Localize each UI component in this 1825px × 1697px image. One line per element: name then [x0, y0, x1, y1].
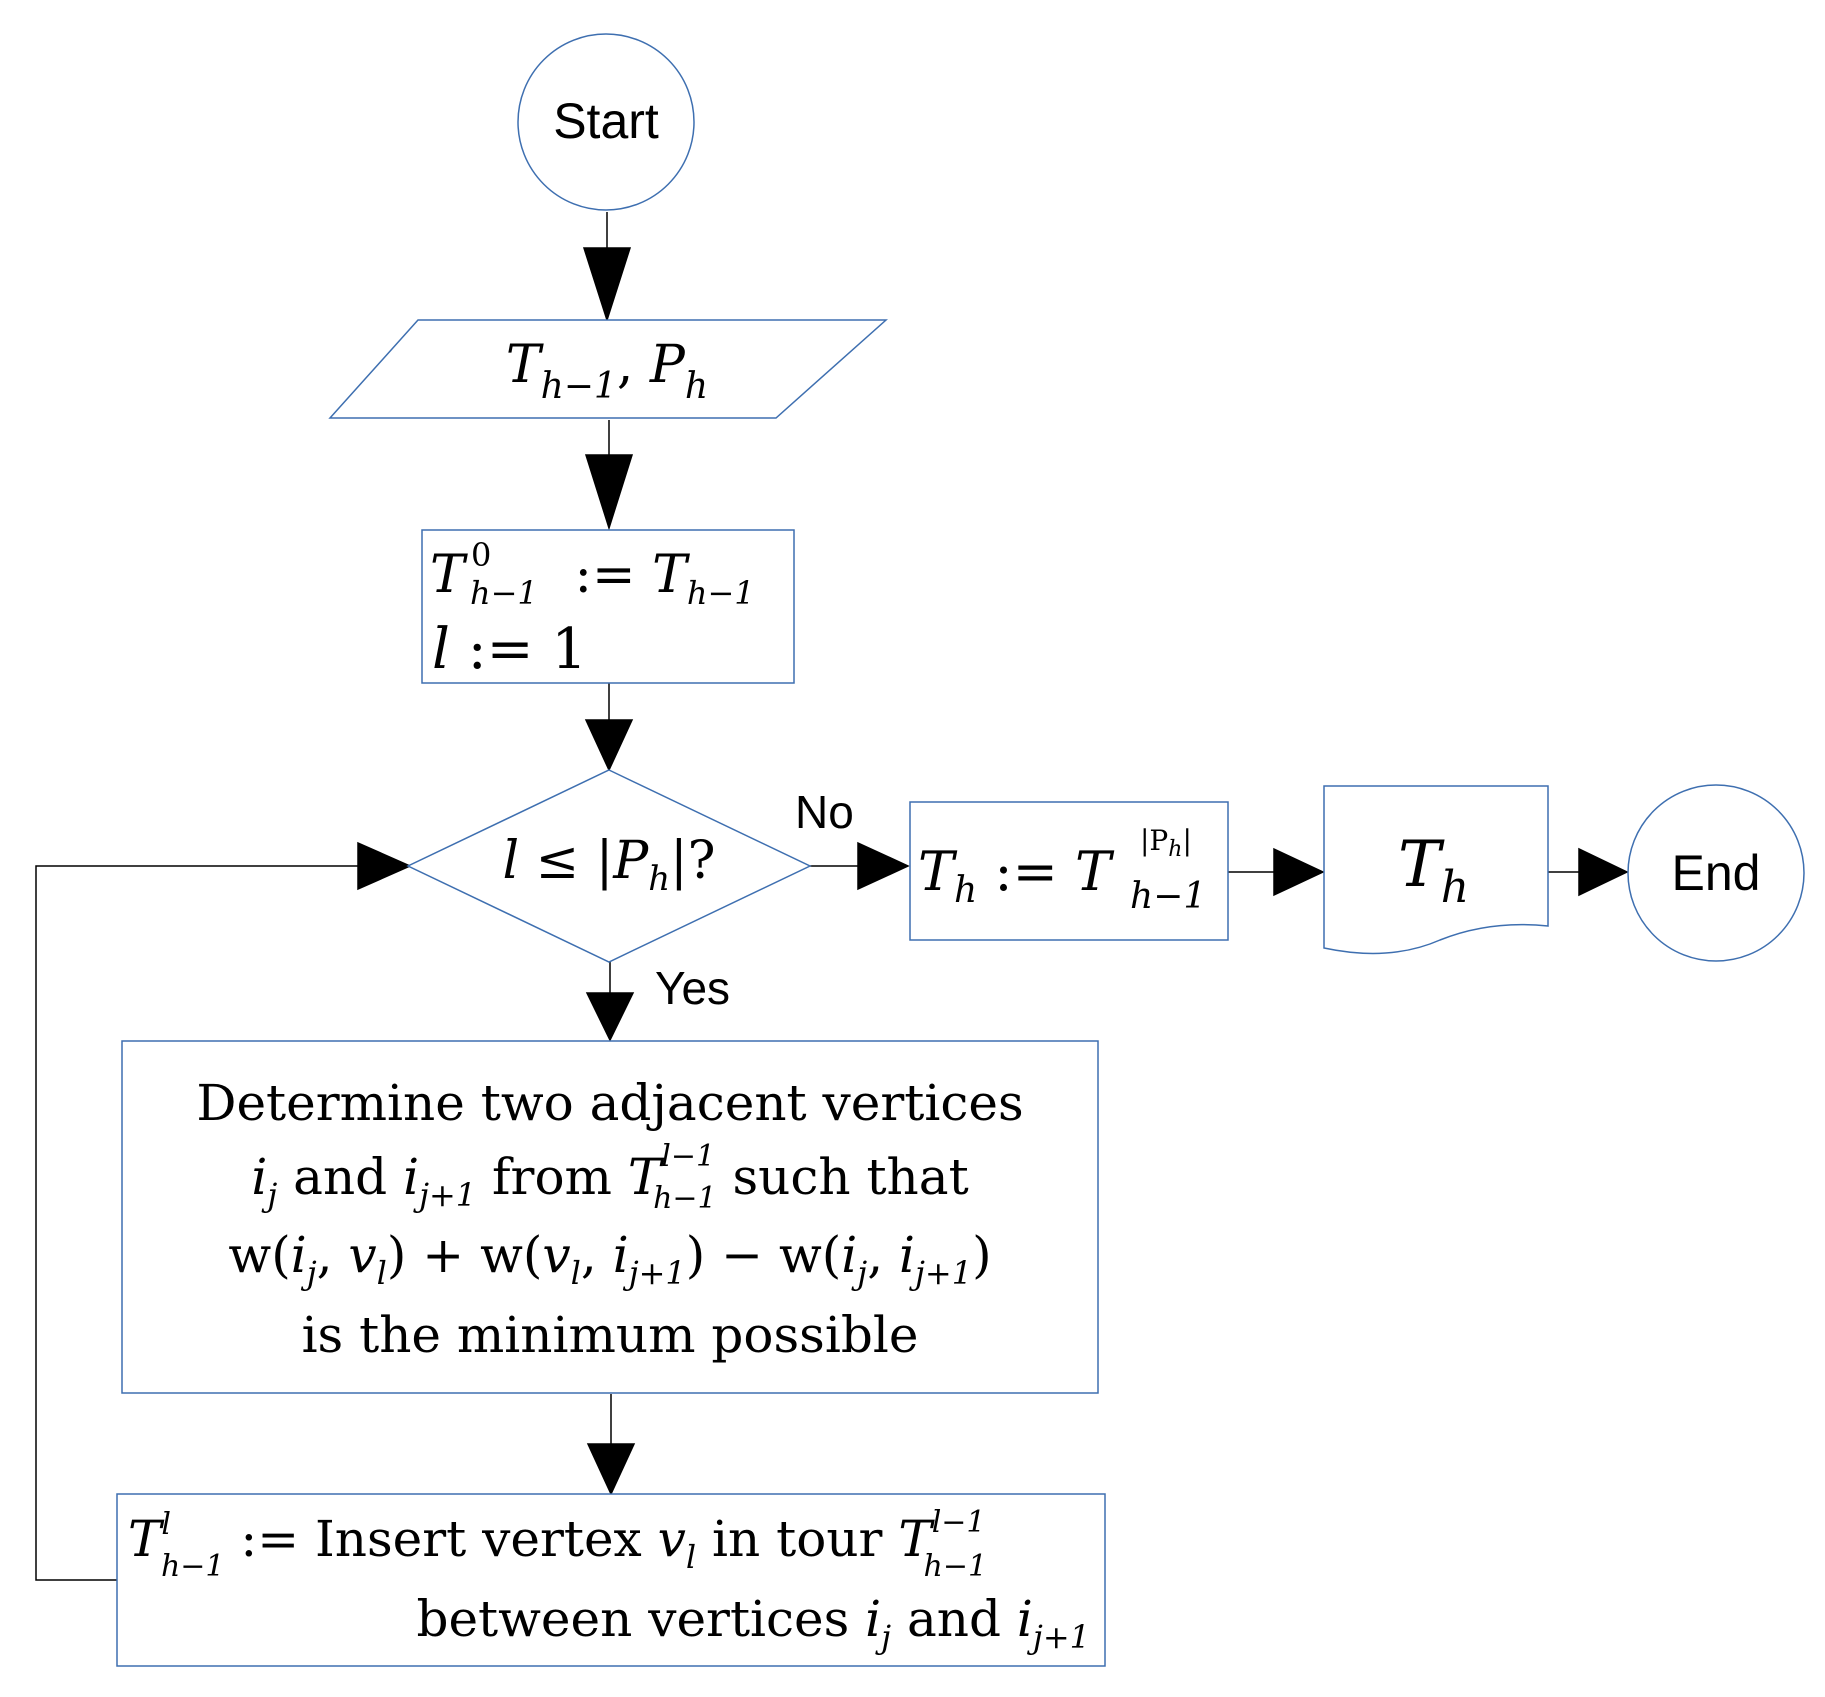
determine-line1: Determine two adjacent vertices	[196, 1074, 1023, 1132]
input-label: Th−1, Ph	[506, 335, 708, 407]
init-T: T	[430, 545, 468, 605]
assign-result-node	[909, 801, 1229, 941]
input-P-sub: h	[685, 366, 708, 407]
assign-sup-close: |	[1182, 824, 1191, 857]
arrowhead-input-init	[584, 454, 634, 531]
determine-line3: w(ij, vl) + w(vl, ij+1) − w(ij, ij+1)	[228, 1226, 991, 1292]
arrowhead-decision-yes	[585, 992, 635, 1042]
decision-l: l	[502, 831, 519, 891]
assign-T: T	[918, 840, 958, 903]
end-label: End	[1672, 845, 1761, 901]
init-line2: l := 1	[432, 617, 587, 682]
assign-op: :=	[977, 840, 1075, 903]
insert-line2: between vertices ij and ij+1	[416, 1590, 1090, 1656]
decision-P-sub: h	[648, 859, 670, 899]
arrowhead-assign-output	[1273, 847, 1325, 897]
arrowhead-decision-no	[857, 841, 910, 891]
output-node	[1323, 785, 1549, 955]
assign-T2-sub: h−1	[1130, 876, 1206, 917]
init-T2: T	[652, 545, 690, 605]
start-label: Start	[553, 93, 659, 149]
determine-line4: is the minimum possible	[302, 1306, 919, 1364]
assign-sup-open: |P	[1140, 824, 1168, 857]
nodes	[116, 33, 1805, 1667]
input-node	[328, 319, 888, 419]
arrowhead-determine-insert	[586, 1443, 636, 1496]
arrowhead-output-end	[1578, 847, 1629, 897]
init-T-sup: 0	[471, 536, 491, 574]
decision-q: |?	[670, 831, 715, 891]
assign-sup-sub: h	[1168, 837, 1182, 862]
decision-node	[406, 769, 812, 963]
input-T: T	[506, 335, 544, 395]
edges	[35, 212, 1629, 1581]
determine-node	[121, 1040, 1099, 1394]
arrowhead-loop-back	[357, 841, 412, 891]
init-T2-sub: h−1	[687, 574, 755, 612]
input-T-sub: h−1	[541, 366, 617, 407]
assign-result-label: Th := T|Ph|h−1	[918, 824, 1206, 917]
init-l-assign: := 1	[450, 617, 587, 682]
assign-T-sub: h	[954, 870, 977, 911]
assign-T2: T	[1075, 840, 1115, 903]
arrowhead-start-input	[582, 247, 632, 323]
init-assign: :=	[558, 545, 652, 605]
edge-loop-back	[35, 865, 360, 1581]
arrowhead-init-decision	[584, 719, 634, 772]
yes-label: Yes	[655, 962, 730, 1014]
init-l: l	[432, 617, 450, 682]
input-comma: ,	[617, 335, 650, 395]
output-label: Th	[1398, 828, 1469, 913]
input-P: P	[649, 335, 686, 395]
start-node	[517, 33, 695, 211]
decision-P: P	[612, 831, 649, 891]
decision-label: l ≤ |Ph|?	[502, 831, 715, 899]
output-T: T	[1398, 828, 1445, 902]
insert-node	[116, 1493, 1106, 1667]
end-node	[1627, 784, 1805, 962]
init-node	[421, 529, 795, 684]
no-label: No	[795, 786, 854, 838]
init-T-sub: h−1	[470, 574, 538, 612]
output-T-sub: h	[1441, 862, 1469, 913]
decision-le: ≤ |	[519, 831, 613, 891]
